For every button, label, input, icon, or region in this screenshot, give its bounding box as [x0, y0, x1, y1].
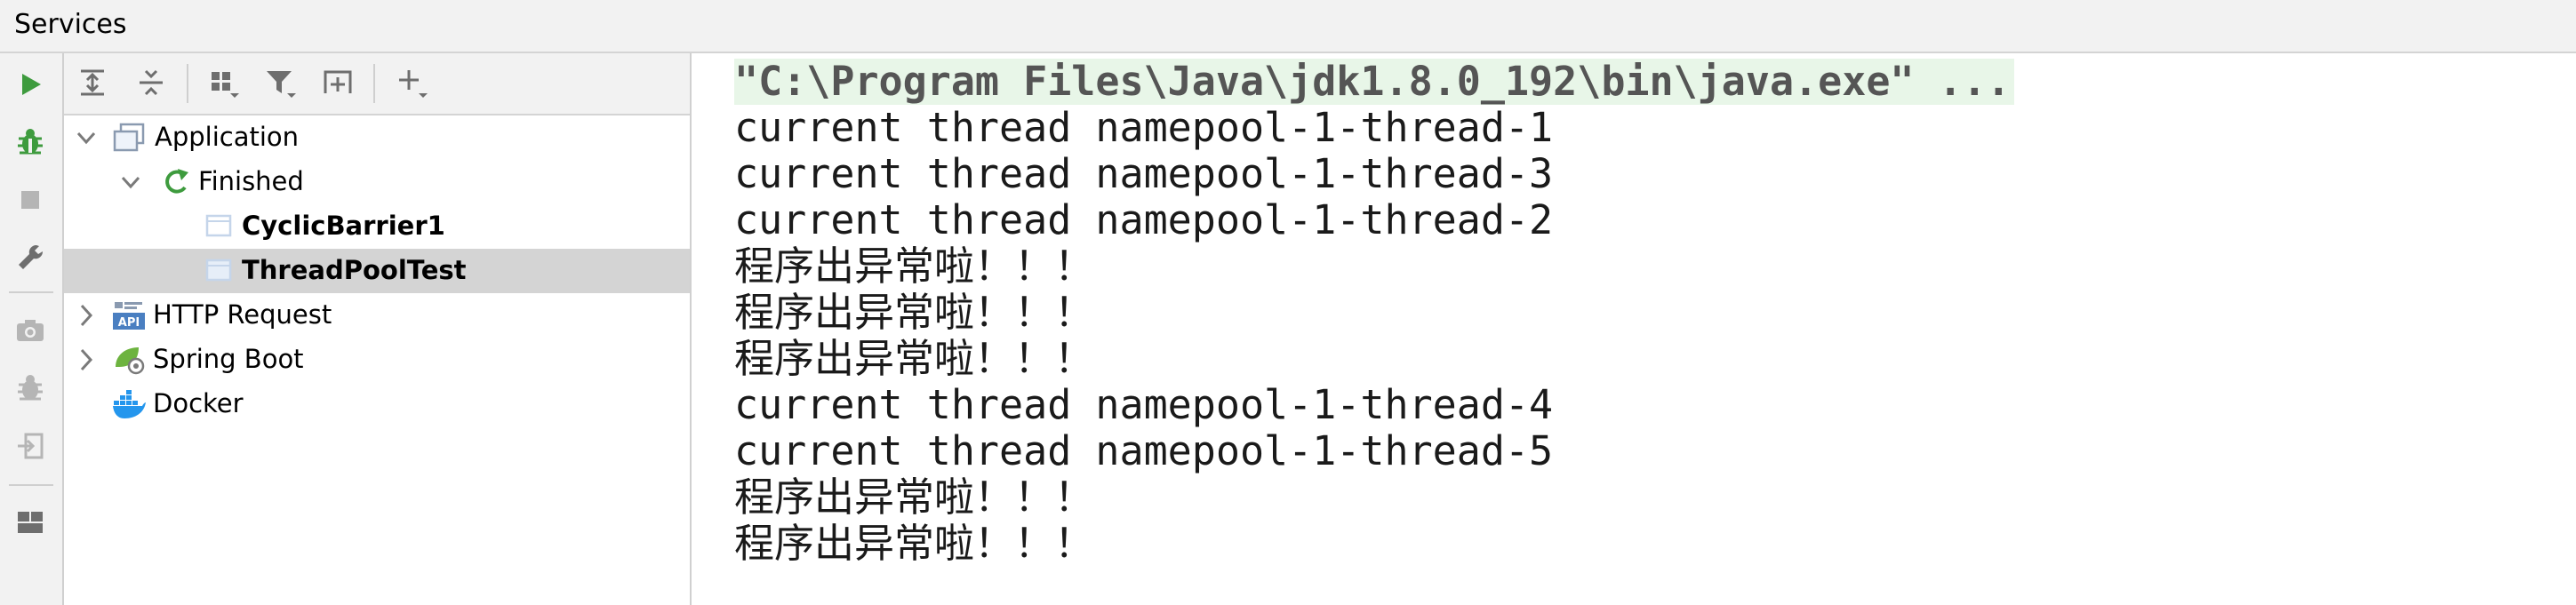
debug-disabled-icon[interactable]: [12, 370, 48, 406]
chevron-down-icon[interactable]: [73, 123, 100, 153]
tree-label-http-request: HTTP Request: [153, 299, 332, 330]
wrench-icon[interactable]: [12, 240, 48, 275]
rerun-icon: [165, 169, 188, 194]
console-line: current thread namepool-1-thread-1: [734, 104, 1554, 151]
tree-label-finished: Finished: [198, 166, 304, 196]
tree-node-application[interactable]: Application: [64, 115, 690, 160]
tree-toolbar: [64, 53, 690, 115]
expand-all-icon[interactable]: [75, 65, 110, 100]
docker-icon: [113, 390, 146, 418]
console-command-line: "C:\Program Files\Java\jdk1.8.0_192\bin\…: [734, 59, 2014, 105]
tree-label-docker: Docker: [153, 388, 244, 418]
spring-boot-icon: [116, 347, 145, 375]
filter-icon[interactable]: [263, 65, 299, 100]
tree-node-http-request[interactable]: API HTTP Request: [64, 293, 690, 338]
left-toolbar: [0, 53, 64, 605]
console-line: 程序出异常啦！！！: [734, 243, 1095, 290]
console-line: 程序出异常啦！！！: [734, 520, 1095, 567]
chevron-down-icon[interactable]: [117, 167, 144, 197]
stop-icon[interactable]: [12, 182, 48, 218]
api-badge: API: [118, 316, 140, 330]
window-title: Services: [14, 9, 127, 40]
add-icon[interactable]: [395, 65, 430, 100]
app-config-icon: [205, 214, 232, 237]
collapse-all-icon[interactable]: [133, 65, 169, 100]
app-config-icon: [205, 259, 232, 282]
tree-label-cyclicbarrier1: CyclicBarrier1: [242, 211, 445, 241]
tree-node-docker[interactable]: Docker: [64, 382, 690, 426]
group-icon[interactable]: [206, 65, 242, 100]
tree-node-cyclicbarrier1[interactable]: CyclicBarrier1: [64, 204, 690, 249]
chevron-right-icon[interactable]: [73, 300, 100, 330]
tree-node-spring-boot[interactable]: Spring Boot: [64, 338, 690, 382]
new-tab-icon[interactable]: [320, 65, 356, 100]
tree-node-finished[interactable]: Finished: [64, 160, 690, 204]
console-output[interactable]: "C:\Program Files\Java\jdk1.8.0_192\bin\…: [692, 53, 2576, 605]
console-line: 程序出异常啦！！！: [734, 289, 1095, 336]
layout-icon[interactable]: [12, 505, 48, 540]
title-bar: Services: [0, 0, 2576, 53]
services-tree-panel: Application Finished CyclicBarrier1: [64, 53, 692, 605]
camera-icon[interactable]: [12, 313, 48, 348]
tree-label-threadpooltest: ThreadPoolTest: [242, 255, 467, 285]
console-line: current thread namepool-1-thread-5: [734, 427, 1554, 474]
console-line: current thread namepool-1-thread-2: [734, 196, 1554, 243]
debug-icon[interactable]: [12, 124, 48, 160]
tree-label-spring-boot: Spring Boot: [153, 344, 304, 374]
tree-label-application: Application: [155, 122, 300, 152]
run-icon[interactable]: [12, 67, 48, 102]
console-line: current thread namepool-1-thread-4: [734, 381, 1554, 428]
console-line: 程序出异常啦！！！: [734, 474, 1095, 521]
console-line: 程序出异常啦！！！: [734, 335, 1095, 382]
exit-icon[interactable]: [12, 428, 48, 464]
application-icon: [113, 123, 145, 152]
tree-node-threadpooltest[interactable]: ThreadPoolTest: [64, 249, 690, 293]
api-icon: API: [113, 302, 145, 330]
chevron-right-icon[interactable]: [73, 345, 100, 375]
console-line: current thread namepool-1-thread-3: [734, 150, 1554, 197]
